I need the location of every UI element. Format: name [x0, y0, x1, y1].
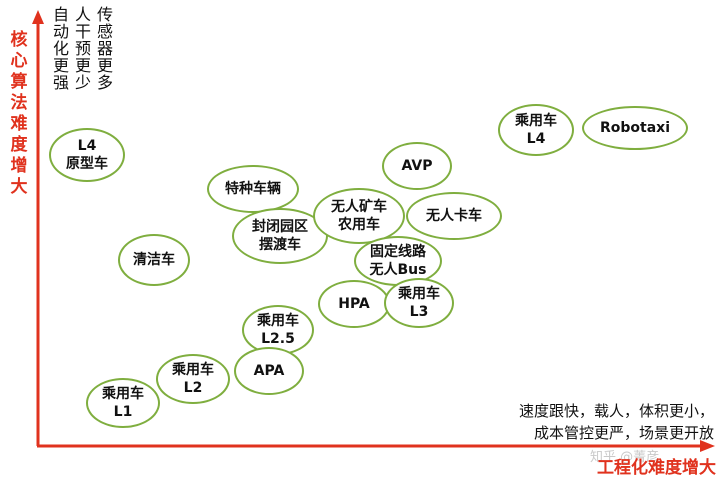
x-axis-note-line-1: 速度跟快，载人，体积更小， — [518, 402, 714, 420]
node-l4-prototype: L4 原型车 — [49, 128, 125, 182]
node-fixed-route-bus: 固定线路 无人Bus — [354, 236, 442, 286]
node-robotaxi: Robotaxi — [582, 106, 688, 150]
y-axis-note-column-2: 人干预更少 — [74, 5, 91, 92]
y-axis-title: 核心算法难度增大 — [10, 30, 28, 197]
x-axis-arrowhead — [700, 440, 715, 452]
y-axis-note-column-3: 传感器更多 — [96, 5, 113, 92]
node-hpa: HPA — [318, 280, 390, 328]
node-apa: APA — [234, 347, 304, 395]
x-axis-note-line-2: 成本管控更严，场景更开放 — [533, 424, 714, 442]
node-closed-park-shuttle: 封闭园区 摆渡车 — [232, 208, 328, 264]
node-mining-agri-vehicle: 无人矿车 农用车 — [313, 188, 405, 244]
node-unmanned-truck: 无人卡车 — [406, 192, 502, 240]
x-axis-title: 工程化难度增大 — [597, 458, 716, 478]
node-special-vehicle: 特种车辆 — [207, 165, 299, 213]
y-axis-note-column-1: 自动化更强 — [52, 5, 69, 92]
node-passenger-l1: 乘用车 L1 — [86, 378, 160, 428]
watermark: 知乎 @菁彦 — [590, 450, 660, 465]
node-passenger-l3: 乘用车 L3 — [384, 278, 454, 328]
node-cleaning-vehicle: 清洁车 — [118, 234, 190, 286]
y-axis-arrowhead — [32, 10, 44, 24]
node-avp: AVP — [382, 142, 452, 190]
node-passenger-l2: 乘用车 L2 — [156, 354, 230, 404]
node-passenger-l4: 乘用车 L4 — [498, 104, 574, 156]
